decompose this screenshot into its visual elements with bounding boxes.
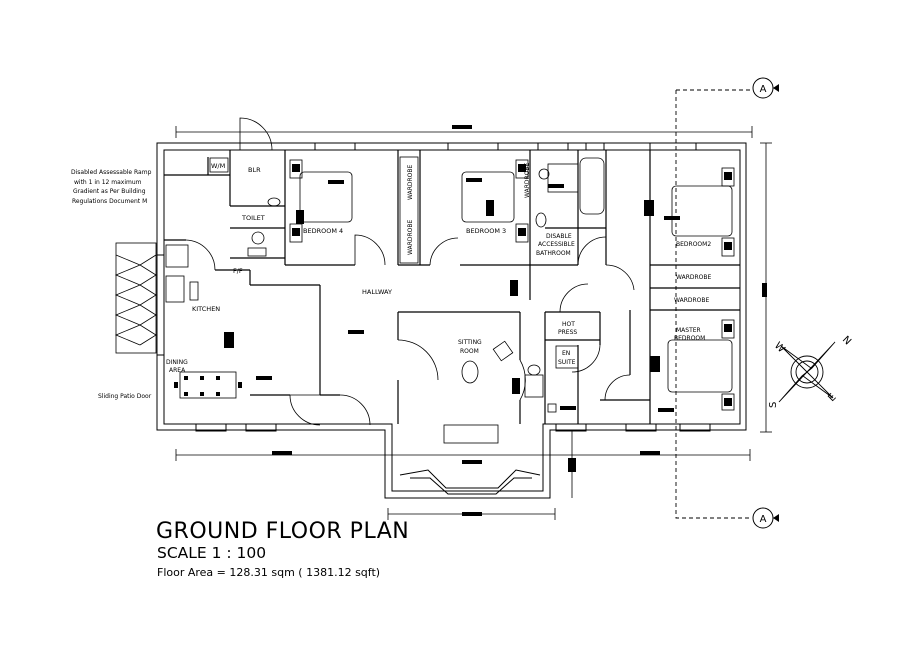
room-wardrobe-v3: WARDROBE <box>524 162 531 198</box>
dining-table <box>179 371 237 399</box>
room-ensuite-2: SUITE <box>558 359 576 366</box>
ramp-note-1: Disabled Assessable Ramp <box>71 169 152 176</box>
room-toilet: TOILET <box>241 214 265 222</box>
ramp-note-4: Regulations Document M <box>72 198 147 205</box>
window-marks <box>156 142 711 432</box>
ramp-note-3: Gradient as Per Building <box>73 188 146 195</box>
section-line <box>675 89 752 519</box>
room-bathroom-1: DISABLE <box>546 233 572 240</box>
patio-note: Sliding Patio Door <box>98 393 152 400</box>
compass-w: W <box>772 340 787 355</box>
room-wardrobe-v1: WARDROBE <box>407 164 414 200</box>
room-hotpress-1: HOT <box>562 321 575 328</box>
room-wm: W/M <box>211 162 225 170</box>
furniture-accents <box>174 164 732 406</box>
room-dining-2: AREA <box>169 367 186 374</box>
room-ensuite-1: EN <box>562 350 570 357</box>
compass-icon <box>778 341 836 403</box>
room-ff: F/F <box>233 267 243 275</box>
sofa <box>443 424 499 444</box>
furniture <box>165 156 735 444</box>
outer-walls <box>156 142 747 499</box>
room-master-1: MASTER <box>676 327 701 334</box>
bay-window <box>399 469 541 495</box>
door-swings <box>185 117 635 426</box>
room-master-2: BEDROOM <box>674 335 705 342</box>
room-hallway: HALLWAY <box>362 288 392 296</box>
bed-master <box>667 339 733 393</box>
room-bedroom2: BEDROOM2 <box>676 241 711 248</box>
room-wardrobe-v2: WARDROBE <box>407 219 414 255</box>
section-marker-bottom: A <box>752 507 779 529</box>
section-label-top: A <box>760 84 767 95</box>
dimension-tags <box>224 125 767 516</box>
compass-e: E <box>826 392 838 404</box>
room-sitting-2: ROOM <box>460 348 479 355</box>
disabled-ramp <box>114 242 157 354</box>
plan-title: GROUND FLOOR PLAN <box>156 519 410 544</box>
room-wardrobe-h2: WARDROBE <box>674 297 710 304</box>
section-label-bottom: A <box>760 514 767 525</box>
floor-area: Floor Area = 128.31 sqm ( 1381.12 sqft) <box>157 566 381 579</box>
room-bedroom4: BEDROOM 4 <box>303 227 343 235</box>
room-bathroom-2: ACCESSIBLE <box>538 241 575 248</box>
ensuite-box <box>555 345 579 369</box>
room-hotpress-2: PRESS <box>558 329 577 336</box>
room-dining-1: DINING <box>166 359 188 366</box>
bed-bedroom2 <box>671 185 733 237</box>
room-blr: BLR <box>248 166 261 174</box>
interior-walls <box>164 150 740 424</box>
bed-bedroom3 <box>461 171 515 223</box>
bed-bedroom4 <box>299 171 353 223</box>
section-marker-top: A <box>752 77 779 99</box>
room-bathroom-3: BATHROOM <box>536 250 571 257</box>
room-kitchen: KITCHEN <box>192 305 220 313</box>
ramp-note-2: with 1 in 12 maximum <box>74 179 142 186</box>
room-wardrobe-h1: WARDROBE <box>676 274 712 281</box>
plan-scale: SCALE 1 : 100 <box>157 544 267 562</box>
room-sitting-1: SITTING <box>458 339 482 346</box>
room-bedroom3: BEDROOM 3 <box>466 227 506 235</box>
compass-s: S <box>768 402 779 408</box>
compass-n: N <box>840 334 853 347</box>
